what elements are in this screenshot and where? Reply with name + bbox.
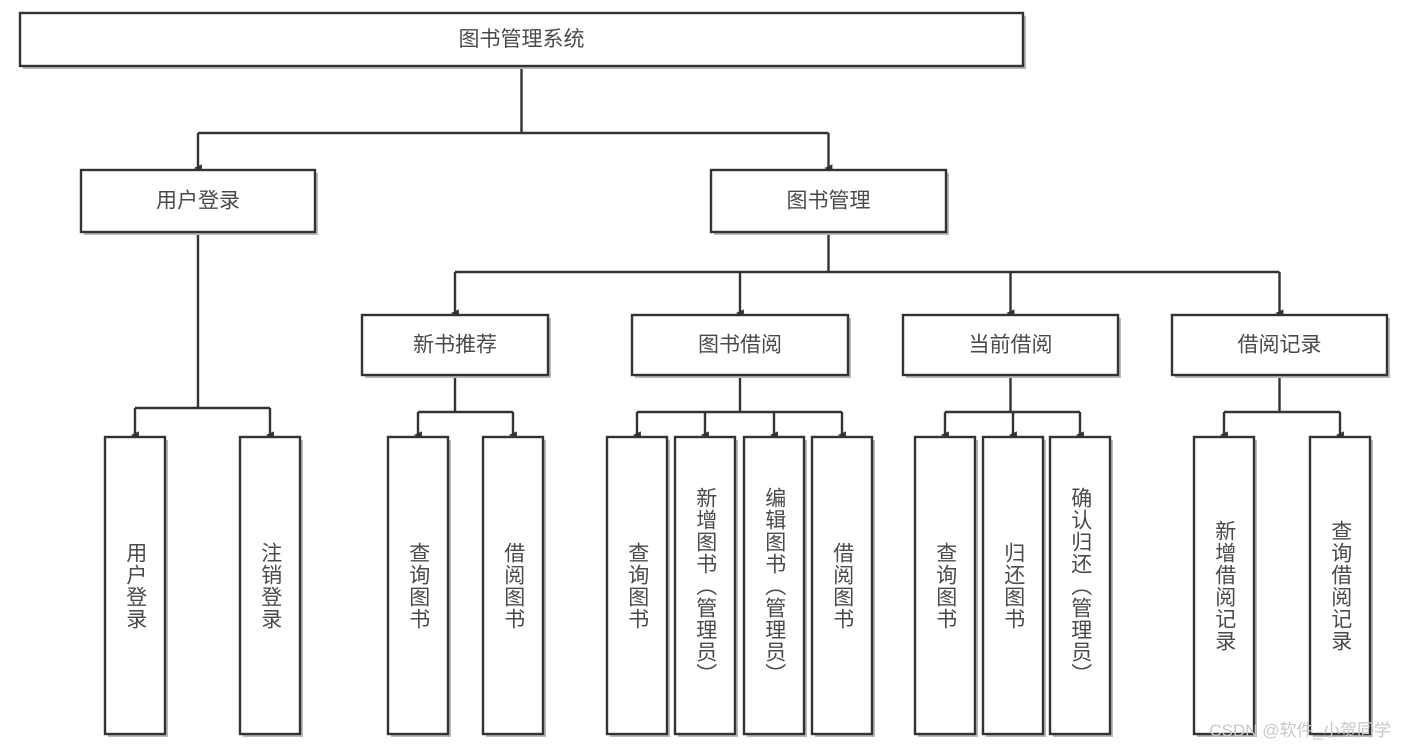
watermark: CSDN @软件_小贺同学 <box>1209 721 1391 740</box>
leaf-leaf-logout-login-box[interactable] <box>238 435 302 736</box>
leaf-leaf-user-login-box[interactable] <box>103 435 167 736</box>
leaf-leaf-query-book-3-box[interactable] <box>913 435 977 736</box>
node-borrow-record-label: 借阅记录 <box>1238 334 1322 357</box>
leaf-leaf-query-record-box[interactable] <box>1308 435 1372 736</box>
leaf-leaf-return-book-box[interactable] <box>981 435 1045 736</box>
node-book-manage-label: 图书管理 <box>787 190 871 213</box>
node-book-borrow-box[interactable] <box>630 313 850 377</box>
leaf-leaf-query-book-1-box[interactable] <box>386 435 450 736</box>
node-current-borrow-box[interactable] <box>901 313 1120 377</box>
leaf-leaf-add-record-box[interactable] <box>1192 435 1256 736</box>
node-book-manage-box[interactable] <box>709 168 948 234</box>
node-current-borrow-label: 当前借阅 <box>969 334 1053 357</box>
leaf-leaf-query-book-2-box[interactable] <box>605 435 669 736</box>
leaf-leaf-borrow-book-1-box[interactable] <box>481 435 545 736</box>
leaf-leaf-confirm-return-box[interactable] <box>1048 435 1112 736</box>
node-new-book-recommend-label: 新书推荐 <box>413 334 497 357</box>
node-borrow-record-box[interactable] <box>1170 313 1389 377</box>
leaf-leaf-borrow-book-2-box[interactable] <box>810 435 874 736</box>
box-layer <box>18 11 1390 737</box>
node-user-login-label: 用户登录 <box>156 190 240 213</box>
node-root-label: 图书管理系统 <box>459 28 585 51</box>
node-book-borrow-label: 图书借阅 <box>698 334 782 357</box>
node-root-box[interactable] <box>18 11 1025 68</box>
leaf-leaf-edit-book-box[interactable] <box>742 435 806 736</box>
node-user-login-box[interactable] <box>79 168 317 234</box>
node-new-book-recommend-box[interactable] <box>360 313 550 377</box>
connector-layer <box>130 66 1344 439</box>
leaf-leaf-add-book-box[interactable] <box>673 435 737 736</box>
